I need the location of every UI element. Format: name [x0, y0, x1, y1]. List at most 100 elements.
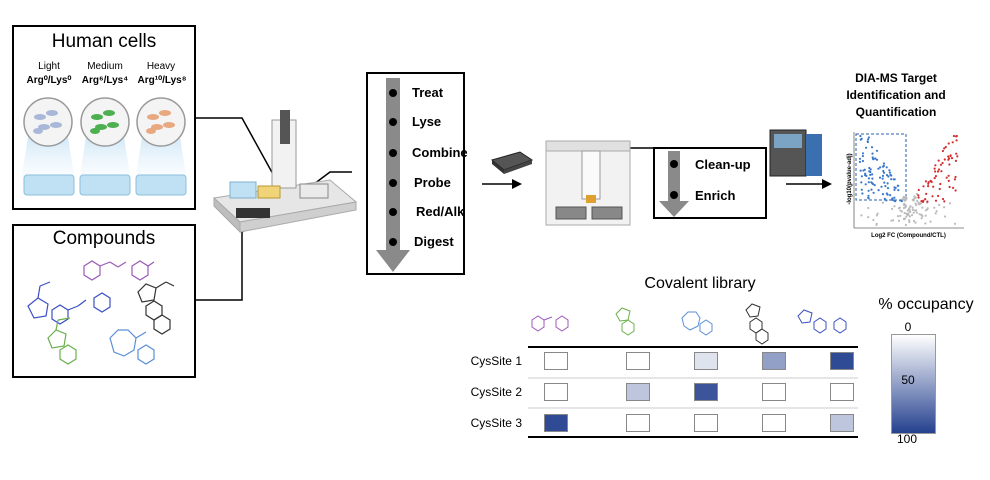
volcano-point [947, 158, 950, 161]
volcano-point [916, 199, 919, 203]
volcano-point [882, 162, 886, 165]
volcano-point [954, 175, 957, 179]
volcano-point [943, 158, 946, 161]
volcano-point [956, 155, 959, 158]
heavy-cell-dish-icon [135, 97, 187, 196]
volcano-point [881, 174, 885, 177]
volcano-point [917, 194, 920, 197]
volcano-point [870, 146, 874, 149]
volcano-point [885, 199, 888, 202]
volcano-point [859, 134, 862, 138]
volcano-point [924, 198, 927, 201]
volcano-point [867, 194, 870, 197]
cell-dishes-graphic [22, 97, 187, 196]
colorbar [891, 334, 936, 434]
volcano-point [941, 149, 944, 153]
heatmap-cell-r1-c2 [626, 352, 650, 370]
step-bullet-lyse [389, 118, 397, 126]
volcano-point [875, 222, 878, 225]
volcano-point [919, 202, 923, 205]
volcano-point [867, 136, 870, 139]
volcano-point [908, 215, 911, 218]
volcano-point [907, 214, 910, 217]
volcano-point [903, 217, 906, 220]
row-label-cyssite-3: CysSite 3 [470, 416, 522, 430]
heavy-iso-label: Arg¹⁰/Lys⁸ [137, 75, 187, 86]
step-probe: Probe [414, 175, 451, 190]
step-treat: Treat [412, 85, 444, 100]
volcano-point [955, 152, 958, 155]
heatmap-cell-r3-c1 [544, 414, 568, 432]
colorbar-tick-0: 0 [904, 320, 912, 334]
volcano-point [911, 208, 914, 211]
volcano-point [865, 146, 868, 149]
volcano-point [897, 219, 901, 222]
lightblue-compound-icon [109, 329, 155, 365]
volcano-point [934, 212, 937, 215]
volcano-point [954, 189, 957, 192]
volcano-point [901, 197, 904, 200]
dia-title-line1: DIA-MS Target [855, 71, 937, 85]
volcano-point [892, 219, 895, 222]
colorbar-label: % occupancy [878, 296, 974, 313]
volcano-point [938, 187, 941, 191]
volcano-point [887, 175, 890, 178]
volcano-point [947, 155, 950, 158]
volcano-point [886, 193, 889, 196]
volcano-point [878, 176, 882, 179]
volcano-point [937, 168, 941, 171]
volcano-point [903, 202, 906, 205]
volcano-point [910, 214, 914, 217]
step-bullet-treat [389, 89, 397, 97]
volcano-point [908, 220, 911, 224]
volcano-point [881, 201, 884, 204]
volcano-point [926, 200, 929, 203]
volcano-point [891, 207, 894, 210]
volcano-point [920, 217, 923, 220]
volcano-point [877, 167, 880, 170]
dia-title-line3: Quantification [855, 105, 937, 119]
volcano-point [859, 169, 862, 172]
heatmap-cell-r1-c5 [830, 352, 854, 370]
step-combine: Combine [412, 145, 468, 160]
volcano-point [939, 182, 942, 186]
step-digest: Digest [414, 234, 454, 249]
volcano-point [934, 175, 937, 178]
volcano-point [896, 215, 900, 218]
heatmap-cell-r2-c4 [762, 383, 786, 401]
volcano-point [860, 181, 863, 184]
volcano-point [900, 200, 903, 203]
volcano-point [899, 214, 902, 217]
heatmap-cell-r2-c3 [694, 383, 718, 401]
volcano-point [952, 186, 955, 189]
volcano-point [905, 212, 908, 215]
step-enrich: Enrich [695, 188, 736, 203]
volcano-point [953, 222, 957, 225]
volcano-point [927, 182, 930, 185]
volcano-point [861, 152, 865, 155]
volcano-point [954, 159, 957, 162]
volcano-point [872, 158, 875, 161]
volcano-point [882, 171, 886, 174]
volcano-point [949, 154, 952, 157]
volcano-point [861, 159, 864, 163]
volcano-point [869, 168, 872, 171]
volcano-point [866, 138, 870, 141]
volcano-point [897, 189, 900, 192]
volcano-point [858, 160, 862, 163]
flow-arrow-1 [482, 179, 522, 189]
steps-arrow-icon [376, 78, 410, 272]
volcano-point [867, 181, 870, 184]
volcano-point [892, 199, 895, 202]
volcano-point [908, 219, 911, 222]
volcano-point [909, 210, 912, 214]
volcano-point [874, 157, 877, 160]
volcano-point [872, 218, 875, 222]
heatmap-cell-r2-c2 [626, 383, 650, 401]
heatmap-cell-r1-c1 [544, 352, 568, 370]
volcano-point [914, 196, 917, 199]
volcano-point [904, 205, 908, 208]
volcano-point [933, 167, 936, 170]
volcano-point [888, 169, 891, 172]
volcano-point [937, 194, 940, 198]
